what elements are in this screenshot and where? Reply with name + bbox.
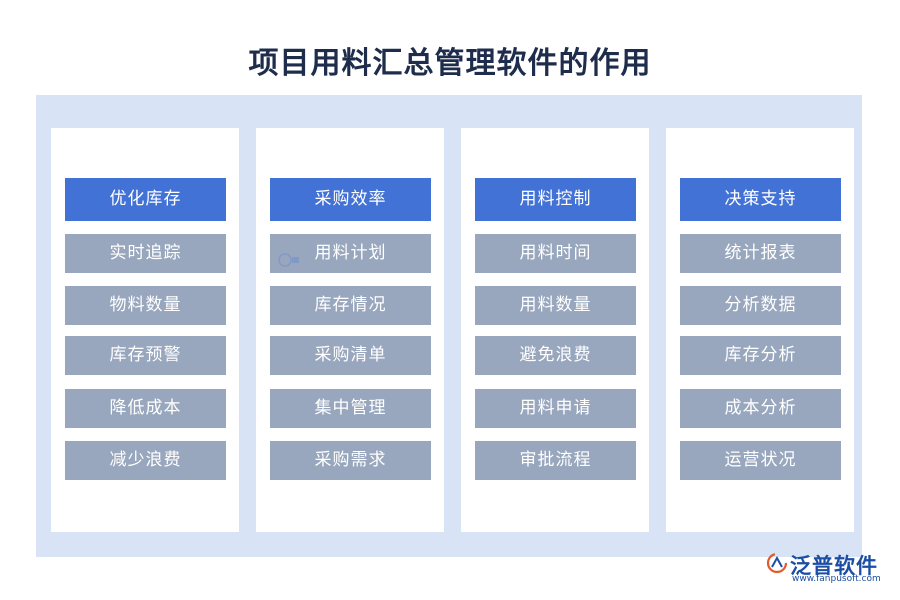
column-header: 采购效率	[270, 178, 431, 221]
column-item: 用料时间	[475, 234, 636, 273]
column-item: 库存预警	[65, 336, 226, 375]
watermark-icon	[278, 253, 299, 267]
column-purchase-efficiency: 采购效率 用料计划 库存情况 采购清单 集中管理 采购需求	[256, 128, 444, 532]
column-item: 物料数量	[65, 286, 226, 325]
column-item: 集中管理	[270, 389, 431, 428]
column-item: 库存情况	[270, 286, 431, 325]
column-item: 采购需求	[270, 441, 431, 480]
column-item: 实时追踪	[65, 234, 226, 273]
column-item: 统计报表	[680, 234, 841, 273]
column-item: 运营状况	[680, 441, 841, 480]
fanpu-logo-icon	[766, 552, 788, 574]
column-item: 用料申请	[475, 389, 636, 428]
column-item: 降低成本	[65, 389, 226, 428]
logo-url: www.fanpusoft.com	[792, 574, 881, 584]
column-material-control: 用料控制 用料时间 用料数量 避免浪费 用料申请 审批流程	[461, 128, 649, 532]
column-item: 分析数据	[680, 286, 841, 325]
column-item: 审批流程	[475, 441, 636, 480]
column-item: 减少浪费	[65, 441, 226, 480]
column-header: 用料控制	[475, 178, 636, 221]
column-item: 采购清单	[270, 336, 431, 375]
column-header: 优化库存	[65, 178, 226, 221]
column-item: 用料计划	[270, 234, 431, 273]
column-item: 用料数量	[475, 286, 636, 325]
column-header: 决策支持	[680, 178, 841, 221]
content-panel: 优化库存 实时追踪 物料数量 库存预警 降低成本 减少浪费 采购效率 用料计划 …	[36, 95, 862, 557]
logo-name: 泛普软件	[790, 554, 878, 578]
column-item: 避免浪费	[475, 336, 636, 375]
page-title: 项目用料汇总管理软件的作用	[248, 46, 652, 81]
column-item: 成本分析	[680, 389, 841, 428]
column-item: 库存分析	[680, 336, 841, 375]
column-decision-support: 决策支持 统计报表 分析数据 库存分析 成本分析 运营状况	[666, 128, 854, 532]
brand-logo: 泛普软件 www.fanpusoft.com	[766, 550, 886, 586]
column-optimize-inventory: 优化库存 实时追踪 物料数量 库存预警 降低成本 减少浪费	[51, 128, 239, 532]
